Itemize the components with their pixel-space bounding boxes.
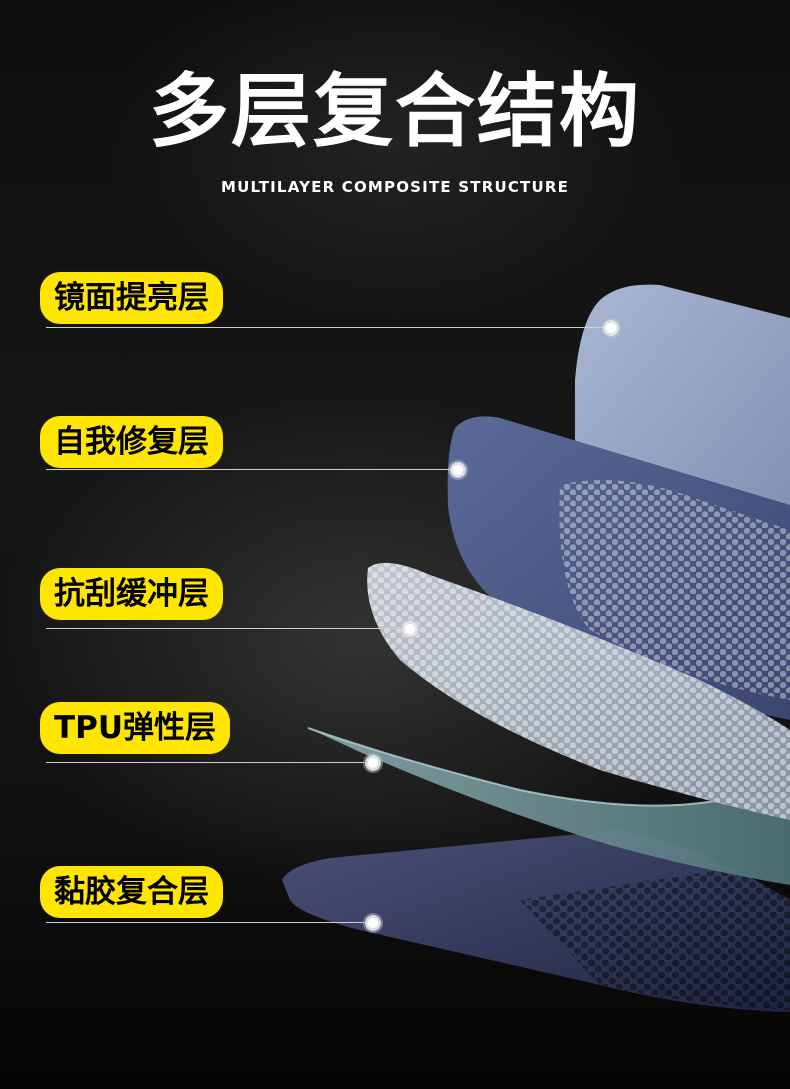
marker-dot-anti-scratch-layer — [400, 619, 420, 639]
leader-line-self-healing-layer — [46, 469, 450, 470]
page-subtitle: MULTILAYER COMPOSITE STRUCTURE — [220, 178, 570, 196]
label-glue-composite-layer: 黏胶复合层 — [40, 866, 223, 918]
label-self-healing-layer: 自我修复层 — [40, 416, 223, 468]
marker-dot-mirror-layer — [601, 318, 621, 338]
self-healing-layer-texture — [559, 480, 790, 700]
marker-dot-tpu-elastic-layer — [363, 753, 383, 773]
anti-scratch-layer-texture — [367, 562, 790, 820]
label-mirror-layer: 镜面提亮层 — [40, 272, 223, 324]
marker-dot-self-healing-layer — [448, 460, 468, 480]
page-title: 多层复合结构 — [149, 65, 641, 158]
leader-line-anti-scratch-layer — [46, 628, 402, 629]
marker-dot-glue-composite-layer — [363, 913, 383, 933]
leader-line-mirror-layer — [46, 327, 606, 328]
tpu-elastic-layer-edge — [307, 727, 790, 807]
leader-line-tpu-elastic-layer — [46, 762, 364, 763]
tpu-elastic-layer-shape — [308, 728, 790, 885]
leader-line-glue-composite-layer — [46, 922, 364, 923]
glue-composite-layer-texture — [520, 860, 790, 1010]
label-anti-scratch-layer: 抗刮缓冲层 — [40, 568, 223, 620]
label-tpu-elastic-layer: TPU弹性层 — [40, 702, 231, 754]
